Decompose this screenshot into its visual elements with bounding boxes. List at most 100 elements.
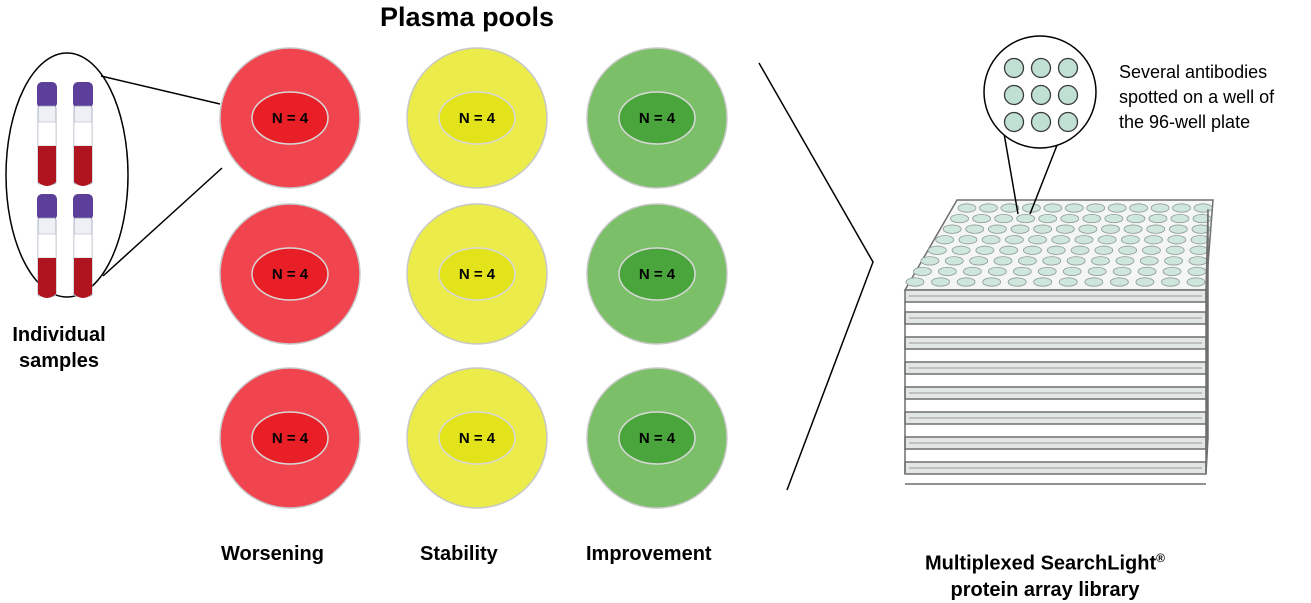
group-label-stability: Stability [420,543,498,565]
zoom-line-top [100,75,221,105]
note-line2: spotted on a well of [1119,87,1275,107]
plate-well [982,277,1002,287]
plate-well [1191,224,1211,234]
plate-layer [904,361,1207,375]
pool-count-label: N = 4 [272,430,309,447]
plate-well [1042,256,1062,266]
pool-inner-ellipse [251,411,329,465]
plate-well [1023,245,1042,255]
antibody-spot [1057,111,1079,133]
pool-count-label: N = 4 [459,266,496,283]
plate-well [1097,235,1117,245]
plate-layer [904,311,1207,325]
plasma-pool: N = 4 [219,203,361,345]
antibody-spot [1057,57,1079,79]
pool-count-label: N = 4 [272,110,309,127]
plate-well [1084,277,1104,287]
group-label-improvement: Improvement [586,543,712,565]
plate-well [1165,245,1185,255]
plasma-pools-group: N = 4N = 4N = 4N = 4N = 4N = 4N = 4N = 4… [219,47,728,509]
plate-well [1186,277,1206,287]
plate-well [987,224,1007,234]
pool-inner-ellipse [251,247,329,301]
tube-label [37,121,57,147]
pool-inner-ellipse [438,247,516,301]
connector-lines [100,35,1097,491]
plate-well [1000,203,1020,213]
plate-side-edge [1205,357,1209,419]
plate-well [1189,245,1209,255]
plate-well [1107,203,1127,213]
plate-side-edge [1205,383,1209,445]
zoom-line-bottom [102,167,223,277]
plate-well [1086,203,1106,213]
plasma-pool: N = 4 [406,47,548,189]
plate-well [1060,213,1080,224]
registered-mark: ® [1156,551,1165,565]
tube-blood [38,146,56,186]
flow-chevron [758,62,874,491]
plate-well [1126,213,1146,224]
pool-inner-ellipse [438,91,516,145]
plate-well [1037,266,1057,277]
plate-well [1094,245,1114,255]
plate-well [1004,235,1024,245]
pool-count-label: N = 4 [272,266,309,283]
plate-well [1010,224,1030,234]
plate-well [942,224,962,234]
plate-well [1109,277,1129,287]
plate-layer [904,436,1207,450]
plate-well [1012,266,1032,277]
pool-count-label: N = 4 [459,110,496,127]
plate-well [957,203,977,213]
plate-well [994,213,1014,224]
plate-layer [904,411,1207,425]
individual-samples-label: Individual samples [0,322,118,374]
plate-layer [904,386,1207,400]
plate-well [944,256,964,266]
plate-well [1137,266,1157,277]
pool-inner-ellipse [438,411,516,465]
plasma-pool: N = 4 [406,203,548,345]
plate-well [1101,224,1120,234]
note-line3: the 96-well plate [1119,112,1251,132]
plate-well [935,235,955,245]
plate-well [1146,224,1166,234]
plate-side-edge [1205,227,1209,289]
diagram-title: Plasma pools [380,2,555,32]
plate-well [1082,213,1102,224]
plate-well [1172,203,1191,213]
plate-side-edge [1205,331,1209,393]
plate-layer [904,336,1207,350]
plate-well [920,256,940,266]
antibody-spot [1030,57,1052,79]
antibody-spot [1003,57,1025,79]
plate-well [1161,277,1180,287]
plate-well [1007,277,1027,287]
antibody-spot [1003,111,1025,133]
plate-well [1142,245,1161,255]
pool-inner-ellipse [251,91,329,145]
plate-well [1150,203,1170,213]
plate-well [1078,224,1098,234]
plate-well [1190,235,1210,245]
plate-well [987,266,1007,277]
antibody-spot [1057,84,1079,106]
antibody-spot [1030,84,1052,106]
pool-count-label: N = 4 [459,430,496,447]
plate-well [1123,224,1143,234]
library-label-line2: protein array library [950,578,1140,601]
plate-well [1118,245,1138,255]
library-label-line1: Multiplexed SearchLight® [870,545,1220,577]
plate-well [1091,256,1110,266]
plate-well [1033,224,1053,234]
plate-well [1139,256,1159,266]
plate-side-edge [1205,305,1209,367]
blood-tube [37,82,57,186]
tube-blood [38,258,56,298]
pool-count-label: N = 4 [639,430,676,447]
antibody-spot [1003,84,1025,106]
plate-layer [904,461,1207,475]
plate-well [1192,213,1212,224]
